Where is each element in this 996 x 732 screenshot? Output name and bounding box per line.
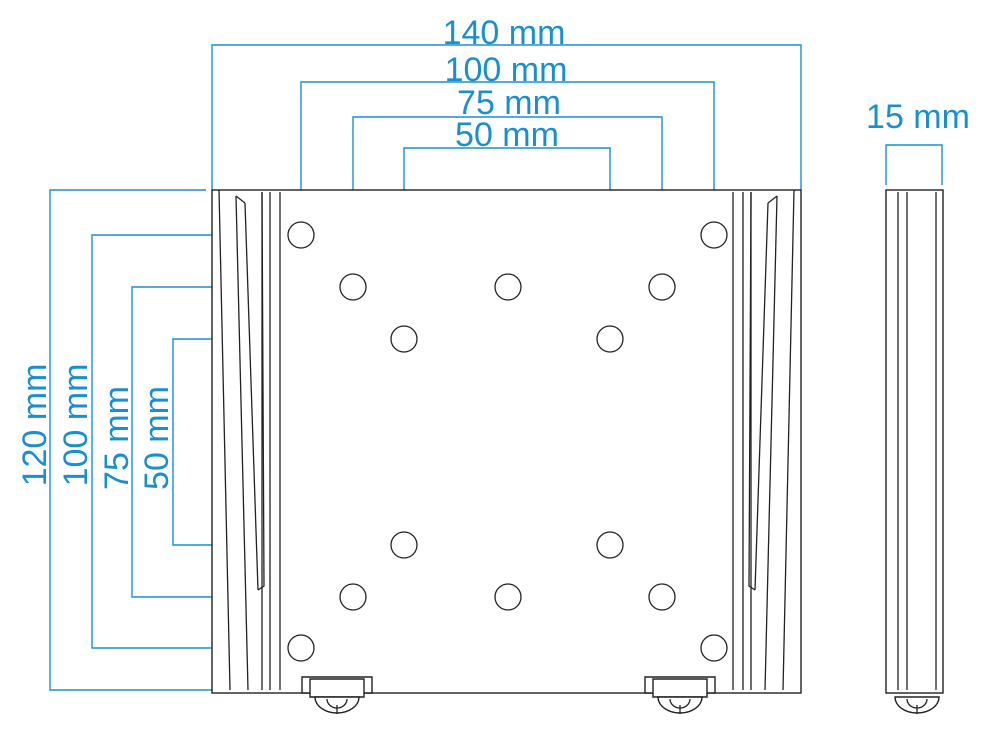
dim-75-label: 75 mm (457, 84, 561, 122)
hole (648, 583, 676, 611)
hole (339, 583, 367, 611)
hole (494, 583, 522, 611)
hole (287, 221, 315, 249)
hole (390, 325, 418, 353)
side-dimension-line (885, 144, 943, 185)
hole (494, 273, 522, 301)
dim-50-vertical-label: 50 mm (138, 386, 176, 490)
locking-knob-left (301, 676, 373, 714)
hole (596, 531, 624, 559)
dim-75-vertical-label: 75 mm (98, 386, 136, 490)
hole (700, 634, 728, 662)
dim-50-label: 50 mm (455, 116, 559, 154)
hole (596, 325, 624, 353)
hole (648, 273, 676, 301)
dim-15-label: 15 mm (866, 98, 970, 136)
mount-plate-front (211, 189, 802, 694)
dim-100-vertical-label: 100 mm (57, 364, 95, 487)
dim-120-vertical-label: 120 mm (16, 364, 54, 487)
hole (390, 531, 418, 559)
hole (700, 221, 728, 249)
hole (287, 634, 315, 662)
locking-knob-right (644, 676, 716, 714)
mounting-holes (287, 221, 728, 662)
dim-140-label: 140 mm (443, 14, 566, 52)
mount-side-view (885, 189, 944, 714)
hole (339, 273, 367, 301)
dim-100-label: 100 mm (445, 51, 568, 89)
